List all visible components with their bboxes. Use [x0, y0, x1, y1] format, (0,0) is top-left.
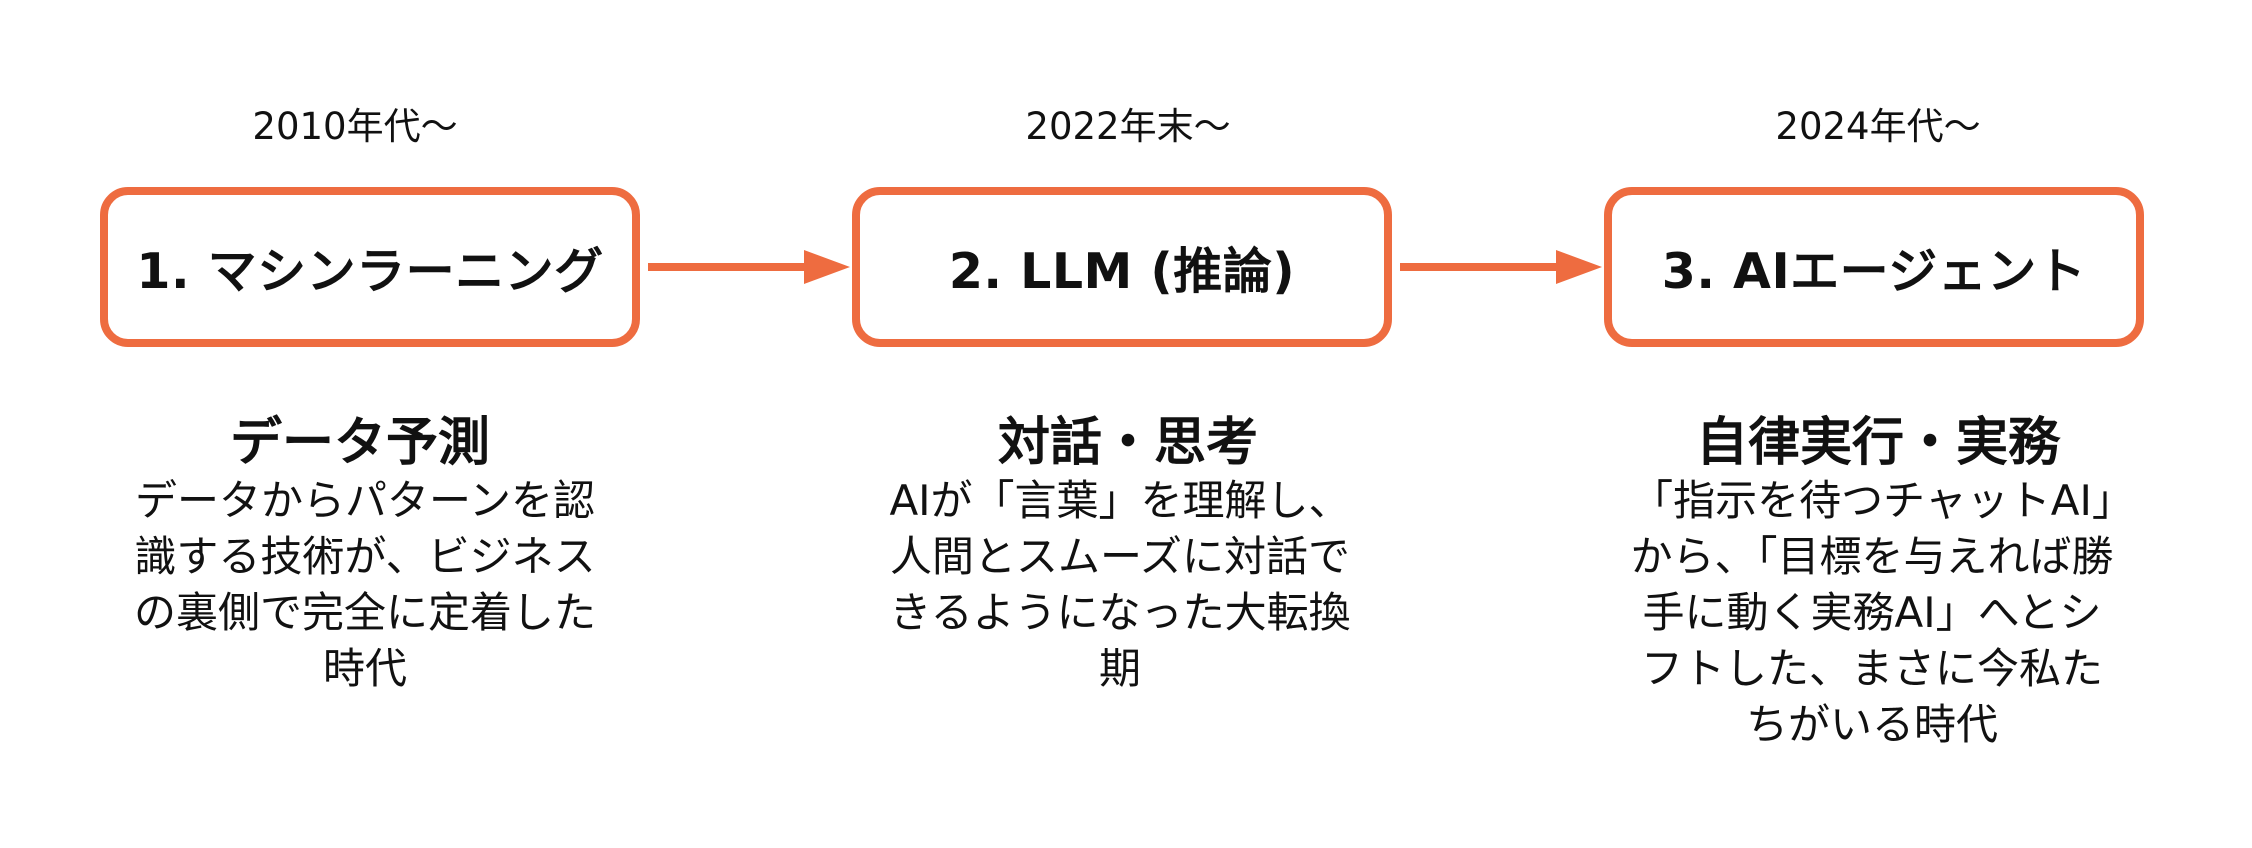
- stage-1-description: データからパターンを認識する技術が、ビジネスの裏側で完全に定着した時代: [133, 476, 596, 693]
- stage-3-box: 3. AIエージェント: [1604, 187, 2144, 347]
- stage-1-period: 2010年代〜: [252, 105, 458, 148]
- stage-2-title: 2. LLM (推論): [948, 242, 1296, 300]
- stage-2-heading: 対話・思考: [997, 413, 1258, 473]
- stage-2-description: AIが「言葉」を理解し、人間とスムーズに対話できるようになった大転換期: [889, 476, 1351, 693]
- stage-2-period: 2022年末〜: [1025, 105, 1231, 148]
- arrow-head-1-2: [804, 250, 850, 284]
- stage-3-heading: 自律実行・実務: [1695, 413, 2060, 473]
- stage-1-heading: データ予測: [229, 413, 490, 473]
- stage-1-title: 1. マシンラーニング: [136, 242, 604, 300]
- stage-2-box: 2. LLM (推論): [852, 187, 1392, 347]
- stage-3-description: 「指示を待つチャットAI」から、「目標を与えれば勝手に動く実務AI」へとシフトし…: [1630, 476, 2114, 749]
- stage-3-title: 3. AIエージェント: [1661, 242, 2087, 300]
- stage-3-period: 2024年代〜: [1775, 105, 1981, 148]
- stage-1-box: 1. マシンラーニング: [100, 187, 640, 347]
- arrow-head-2-3: [1556, 250, 1602, 284]
